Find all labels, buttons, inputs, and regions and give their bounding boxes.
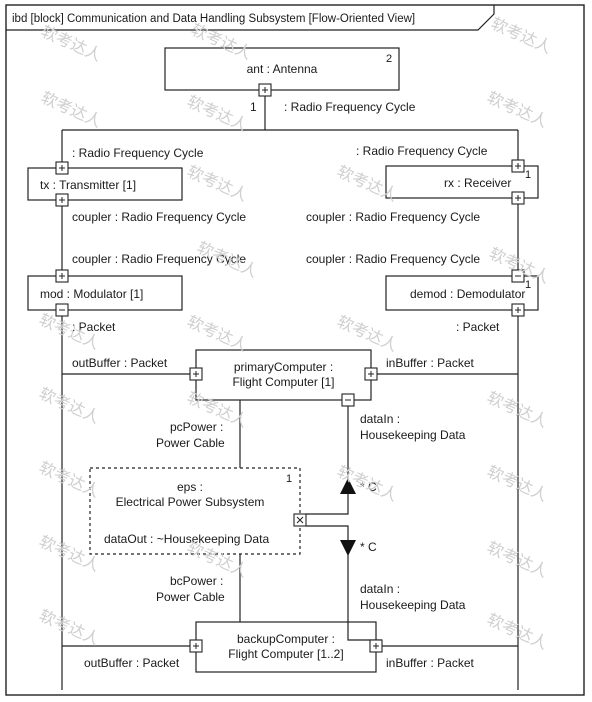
demodulator-label: demod : Demodulator (410, 287, 526, 301)
modulator-label: mod : Modulator [1] (40, 287, 144, 301)
bc-datain-type: Housekeeping Data (360, 598, 466, 612)
eps-type: Electrical Power Subsystem (115, 495, 265, 509)
antenna-rf-label: : Radio Frequency Cycle (284, 100, 416, 114)
connectors (61, 96, 519, 690)
pc-datain-name: dataIn : (360, 412, 401, 426)
rx-rf-label: : Radio Frequency Cycle (356, 144, 488, 158)
bc-outbuffer-label: outBuffer : Packet (84, 656, 180, 670)
c-bottom-label: * C (360, 540, 377, 554)
mod-packet-label: : Packet (72, 320, 116, 334)
transmitter-label: tx : Transmitter [1] (40, 178, 137, 192)
pc-outbuffer-label: outBuffer : Packet (72, 356, 168, 370)
pc-inbuffer-label: inBuffer : Packet (386, 356, 474, 370)
eps-multiplicity: 1 (286, 473, 293, 485)
antenna-port-multiplicity: 1 (250, 100, 257, 114)
rx-coupler-label: coupler : Radio Frequency Cycle (306, 210, 481, 224)
flow-arrow-down-icon (340, 540, 356, 556)
pc-datain-type: Housekeeping Data (360, 428, 466, 442)
antenna-multiplicity: 2 (386, 53, 393, 65)
frame-header-tab (6, 5, 495, 31)
transmitter-box[interactable] (27, 167, 183, 201)
pc-power-name: pcPower : (170, 420, 224, 434)
tx-rf-label: : Radio Frequency Cycle (72, 146, 204, 160)
primary-computer-box[interactable] (195, 349, 372, 401)
port-glyphs (59, 87, 521, 649)
flow-arrow-up-icon (340, 478, 356, 494)
pc-power-type: Power Cable (156, 436, 225, 450)
bc-power-type: Power Cable (156, 590, 225, 604)
receiver-multiplicity: 1 (525, 169, 532, 181)
demod-packet-label: : Packet (456, 320, 500, 334)
eps-dataout-label: dataOut : ~Housekeeping Data (104, 532, 270, 546)
bc-power-name: bcPower : (170, 574, 224, 588)
frame-border (5, 4, 585, 696)
eps-box[interactable] (89, 467, 301, 555)
primary-computer-name: primaryComputer : (233, 360, 334, 374)
tx-coupler-label: coupler : Radio Frequency Cycle (72, 210, 247, 224)
c-top-label: * C (360, 480, 377, 494)
primary-computer-type: Flight Computer [1] (232, 375, 335, 389)
bc-datain-name: dataIn : (360, 582, 401, 596)
backup-computer-type: Flight Computer [1..2] (228, 647, 344, 661)
demodulator-multiplicity: 1 (525, 279, 532, 291)
antenna-box[interactable] (164, 47, 400, 91)
backup-computer-box[interactable] (195, 621, 377, 673)
mod-coupler-label: coupler : Radio Frequency Cycle (72, 252, 247, 266)
receiver-label: rx : Receiver (444, 176, 512, 190)
demod-coupler-label: coupler : Radio Frequency Cycle (306, 252, 481, 266)
modulator-box[interactable] (27, 275, 183, 311)
eps-name: eps : (176, 480, 203, 494)
bc-inbuffer-label: inBuffer : Packet (386, 656, 474, 670)
frame-header: ibd [block] Communication and Data Handl… (12, 13, 416, 25)
backup-computer-name: backupComputer : (236, 632, 336, 646)
antenna-label: ant : Antenna (246, 62, 318, 76)
